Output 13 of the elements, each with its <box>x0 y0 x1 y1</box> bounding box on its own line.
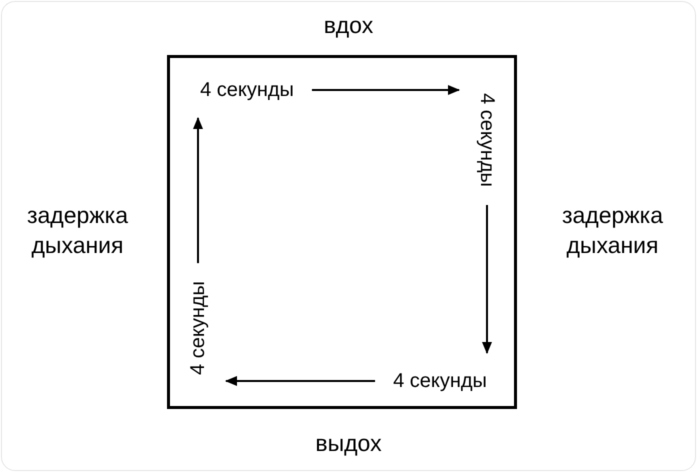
duration-text: 4 секунды <box>477 93 497 187</box>
phase-label: выдох <box>315 429 382 458</box>
arrow <box>312 85 460 95</box>
phase-label: задержка дыхания <box>560 201 664 260</box>
phase-label: задержка дыхания <box>26 201 130 260</box>
arrow <box>193 117 203 264</box>
phase-label: вдох <box>324 11 374 40</box>
duration-text: 4 секунды <box>393 371 487 391</box>
duration-text: 4 секунды <box>188 281 208 375</box>
duration-text: 4 секунды <box>200 80 294 100</box>
square-frame <box>167 55 517 409</box>
arrow <box>225 376 376 386</box>
arrow <box>482 204 492 354</box>
